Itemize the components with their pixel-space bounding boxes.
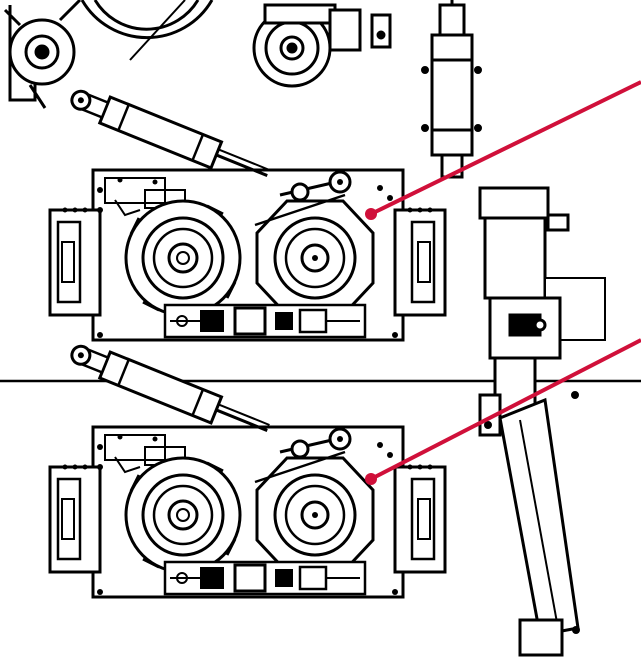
top-machinery [3,0,482,179]
callout-upper [365,80,641,220]
side-arm-actuator [478,186,606,657]
callout-lower [365,338,641,485]
lower-roller-unit [50,337,445,597]
upper-roller-unit [50,82,445,340]
